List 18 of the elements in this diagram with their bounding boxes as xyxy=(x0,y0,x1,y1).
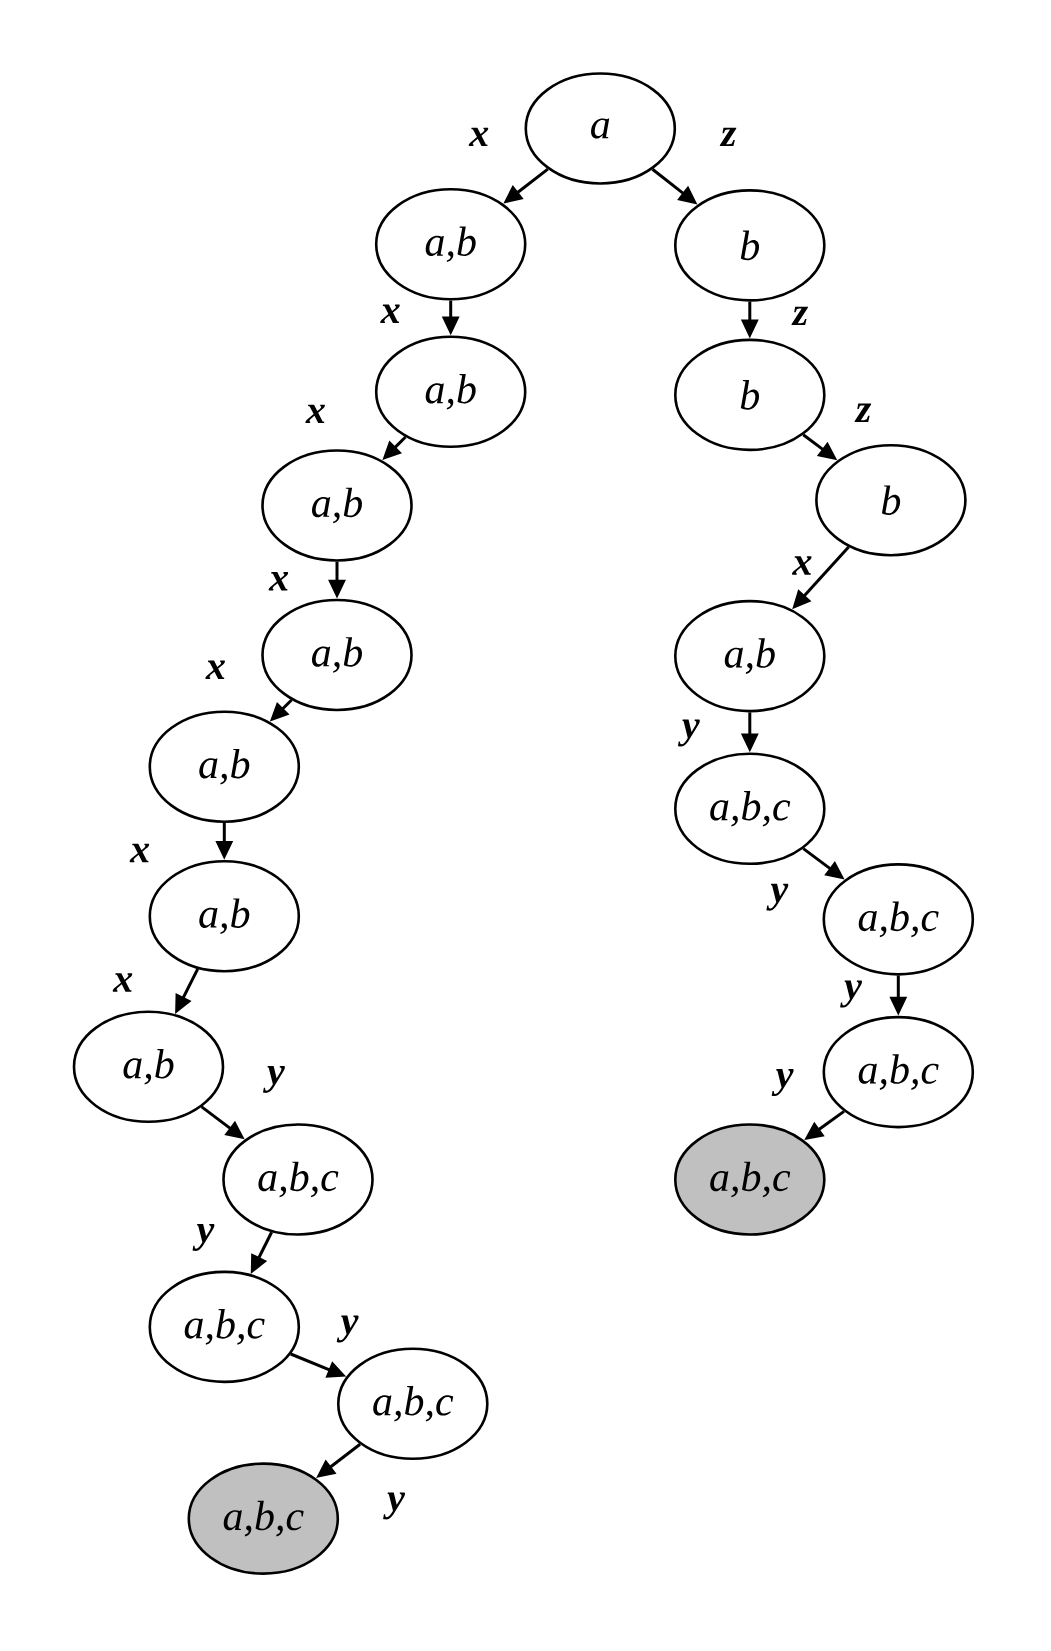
edge-label: x xyxy=(204,659,227,680)
edge-label: z xyxy=(719,126,738,148)
edge-label: x xyxy=(304,403,327,425)
edge-label: y xyxy=(383,1491,406,1521)
edge-label: x xyxy=(112,972,135,993)
edge-label: y xyxy=(192,1222,216,1252)
edge-label: x xyxy=(379,303,402,324)
edge-label: y xyxy=(263,1064,286,1094)
edge-label: y xyxy=(766,882,790,912)
edge-label: y xyxy=(677,718,701,748)
edge-label: x xyxy=(468,126,491,148)
edge-label: x xyxy=(791,555,814,576)
edge-label: z xyxy=(854,402,873,423)
edge-label: y xyxy=(840,979,863,1009)
edge-label: z xyxy=(791,305,810,327)
edge-label: y xyxy=(771,1068,795,1098)
edge-label: x xyxy=(268,571,291,592)
edge-label: y xyxy=(336,1314,360,1344)
